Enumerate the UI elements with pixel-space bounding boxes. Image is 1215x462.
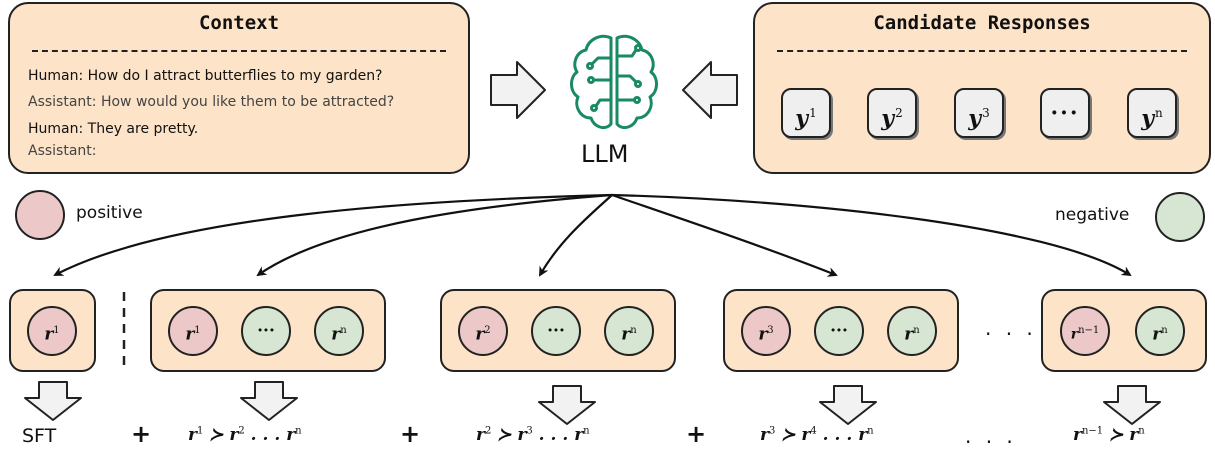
circle-rn: rn	[887, 306, 937, 356]
candidate-ellipsis: ···	[1040, 88, 1090, 138]
circle-rn: rn	[604, 306, 654, 356]
circle-ellipsis: ···	[814, 306, 864, 356]
candidates-to-llm-arrow	[682, 61, 738, 119]
context-line-1: Human: How do I attract butterflies to m…	[28, 68, 383, 84]
groups-ellipsis: · · ·	[985, 322, 1037, 346]
context-divider	[32, 50, 446, 52]
bottom-ellipsis: · · ·	[965, 430, 1017, 454]
down-arrow-1	[24, 381, 82, 421]
circle-r3: r3	[741, 306, 791, 356]
circle-r2: r2	[458, 306, 508, 356]
llm-brain-icon	[570, 34, 658, 130]
legend-positive-label: positive	[76, 203, 143, 223]
circle-r1-sft: r1	[27, 306, 77, 356]
arrow-to-group-2	[256, 193, 613, 277]
llm-label: LLM	[581, 140, 629, 168]
legend-positive-circle	[15, 190, 65, 240]
ranking-last: rn−1 ≻ rn	[1073, 425, 1145, 445]
context-line-3: Human: They are pretty.	[28, 121, 199, 137]
ranking-2: r2 ≻ r3 . . . rn	[476, 425, 590, 445]
candidates-title: Candidate Responses	[873, 12, 1091, 34]
arrow-to-group-4	[611, 193, 838, 277]
context-line-4: Assistant:	[28, 143, 97, 159]
down-arrow-4	[819, 385, 877, 425]
plus-2: +	[400, 420, 421, 448]
sft-label: SFT	[22, 425, 57, 447]
legend-negative-circle	[1155, 192, 1205, 242]
candidate-y3: y3	[954, 88, 1004, 138]
down-arrow-3	[538, 385, 596, 425]
arrow-to-group-5	[611, 193, 1132, 277]
ranking-3: r3 ≻ r4 . . . rn	[760, 425, 874, 445]
group-sft	[9, 289, 96, 372]
circle-ellipsis: ···	[241, 306, 291, 356]
candidates-panel: Candidate Responses y1 y2 y3 ··· yn	[753, 2, 1211, 174]
down-arrow-5	[1103, 385, 1161, 425]
down-arrow-2	[240, 381, 298, 421]
circle-rn: rn	[314, 306, 364, 356]
candidate-y2: y2	[867, 88, 917, 138]
plus-1: +	[131, 420, 152, 448]
context-line-2: Assistant: How would you like them to be…	[28, 94, 395, 110]
candidate-yn: yn	[1127, 88, 1177, 138]
candidate-y1: y1	[781, 88, 831, 138]
legend-negative-label: negative	[1055, 205, 1130, 225]
arrow-to-group-3	[539, 194, 613, 277]
arrow-to-group-1	[53, 193, 613, 276]
circle-rn: rn	[1135, 306, 1185, 356]
circle-rn-minus-1: rn−1	[1060, 306, 1110, 356]
candidates-divider	[777, 50, 1187, 52]
context-to-llm-arrow	[490, 61, 546, 119]
circle-r1: r1	[168, 306, 218, 356]
context-title: Context	[198, 12, 280, 34]
ranking-1: r1 ≻ r2 . . . rn	[188, 425, 302, 445]
context-panel: Context Human: How do I attract butterfl…	[8, 2, 470, 174]
circle-ellipsis: ···	[531, 306, 581, 356]
plus-3: +	[686, 420, 707, 448]
